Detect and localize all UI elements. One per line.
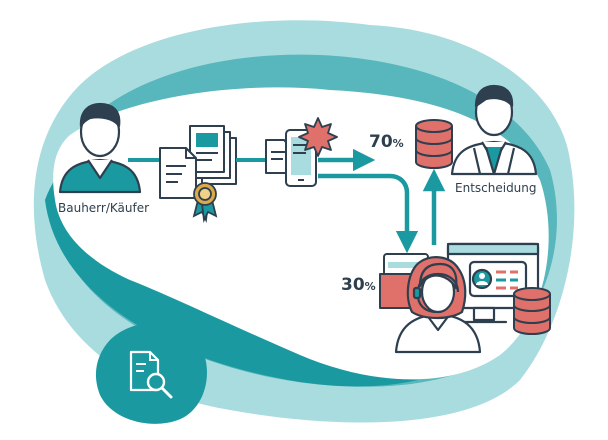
mobile-documents-icon <box>265 129 317 187</box>
document-search-icon <box>95 322 207 424</box>
buyer-label: Bauherr/Käufer <box>58 201 150 215</box>
manual-share-label: 30% <box>341 275 376 295</box>
automated-share-unit: % <box>392 137 404 150</box>
manual-share-unit: % <box>364 280 376 293</box>
starburst-icon <box>298 117 338 157</box>
decision-label: Entscheidung <box>455 181 537 195</box>
database-icon <box>513 287 551 335</box>
buyer-person-icon <box>58 102 142 194</box>
automated-share-value: 70 <box>369 132 393 152</box>
agent-headset-icon <box>394 256 482 354</box>
certificate-seal-icon <box>192 182 218 224</box>
manual-flow-arrow <box>318 173 419 254</box>
automated-share-label: 70% <box>369 132 404 152</box>
documents-icon <box>159 125 237 199</box>
manual-share-value: 30 <box>341 275 365 295</box>
decision-person-icon <box>450 84 538 176</box>
database-icon <box>415 119 453 169</box>
